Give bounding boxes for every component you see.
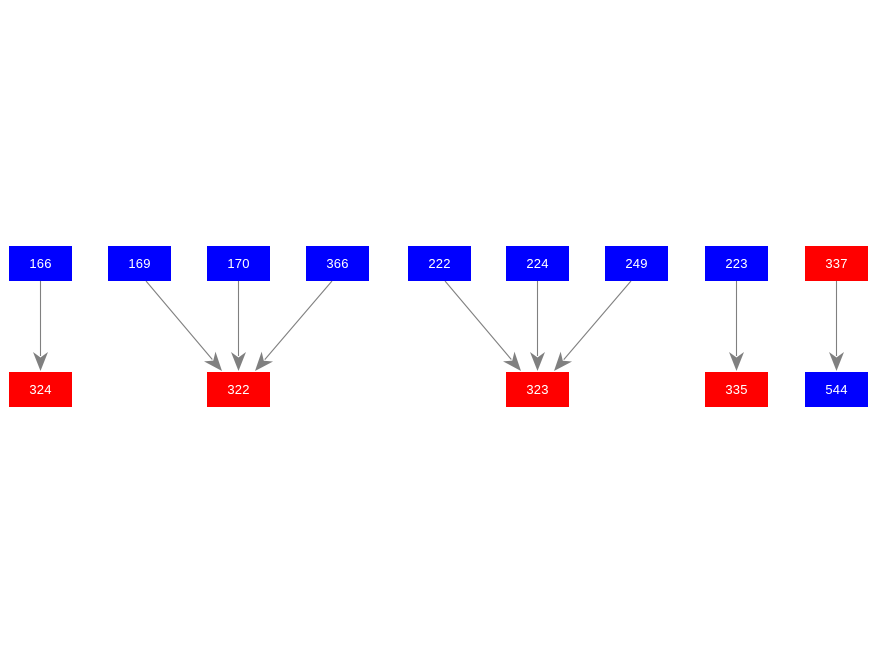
node-222[interactable]: 222 [408, 246, 471, 281]
node-366[interactable]: 366 [306, 246, 369, 281]
arrowhead [530, 352, 545, 371]
node-label: 323 [526, 382, 549, 397]
node-170[interactable]: 170 [207, 246, 270, 281]
node-label: 222 [428, 256, 451, 271]
edge-line [145, 280, 213, 360]
edge-n337-to-n544 [829, 281, 844, 371]
edge-n224-to-n323 [530, 281, 545, 371]
node-544[interactable]: 544 [805, 372, 868, 407]
edge-line [444, 280, 512, 360]
node-169[interactable]: 169 [108, 246, 171, 281]
arrowhead [231, 352, 246, 371]
arrowhead [554, 351, 573, 371]
node-166[interactable]: 166 [9, 246, 72, 281]
node-label: 324 [29, 382, 52, 397]
node-label: 169 [128, 256, 151, 271]
edge-n170-to-n322 [231, 281, 246, 371]
node-322[interactable]: 322 [207, 372, 270, 407]
edge-line [264, 280, 333, 360]
node-249[interactable]: 249 [605, 246, 668, 281]
node-label: 166 [29, 256, 52, 271]
node-label: 366 [326, 256, 349, 271]
edge-n223-to-n335 [729, 281, 744, 371]
node-label: 224 [526, 256, 549, 271]
node-224[interactable]: 224 [506, 246, 569, 281]
node-337[interactable]: 337 [805, 246, 868, 281]
edge-line [563, 280, 632, 360]
node-label: 249 [625, 256, 648, 271]
edge-n169-to-n322 [145, 280, 222, 371]
arrowhead [255, 351, 274, 371]
arrowhead [33, 352, 48, 371]
edge-n222-to-n323 [444, 280, 521, 371]
arrowhead [503, 351, 521, 371]
node-label: 544 [825, 382, 848, 397]
arrowhead [729, 352, 744, 371]
edge-n366-to-n322 [255, 280, 333, 371]
arrowhead [204, 351, 222, 371]
node-324[interactable]: 324 [9, 372, 72, 407]
node-323[interactable]: 323 [506, 372, 569, 407]
edge-n249-to-n323 [554, 280, 632, 371]
node-label: 223 [725, 256, 748, 271]
node-label: 322 [227, 382, 250, 397]
node-label: 335 [725, 382, 748, 397]
node-223[interactable]: 223 [705, 246, 768, 281]
node-335[interactable]: 335 [705, 372, 768, 407]
edge-n166-to-n324 [33, 281, 48, 371]
node-label: 170 [227, 256, 250, 271]
node-label: 337 [825, 256, 848, 271]
arrowhead [829, 352, 844, 371]
